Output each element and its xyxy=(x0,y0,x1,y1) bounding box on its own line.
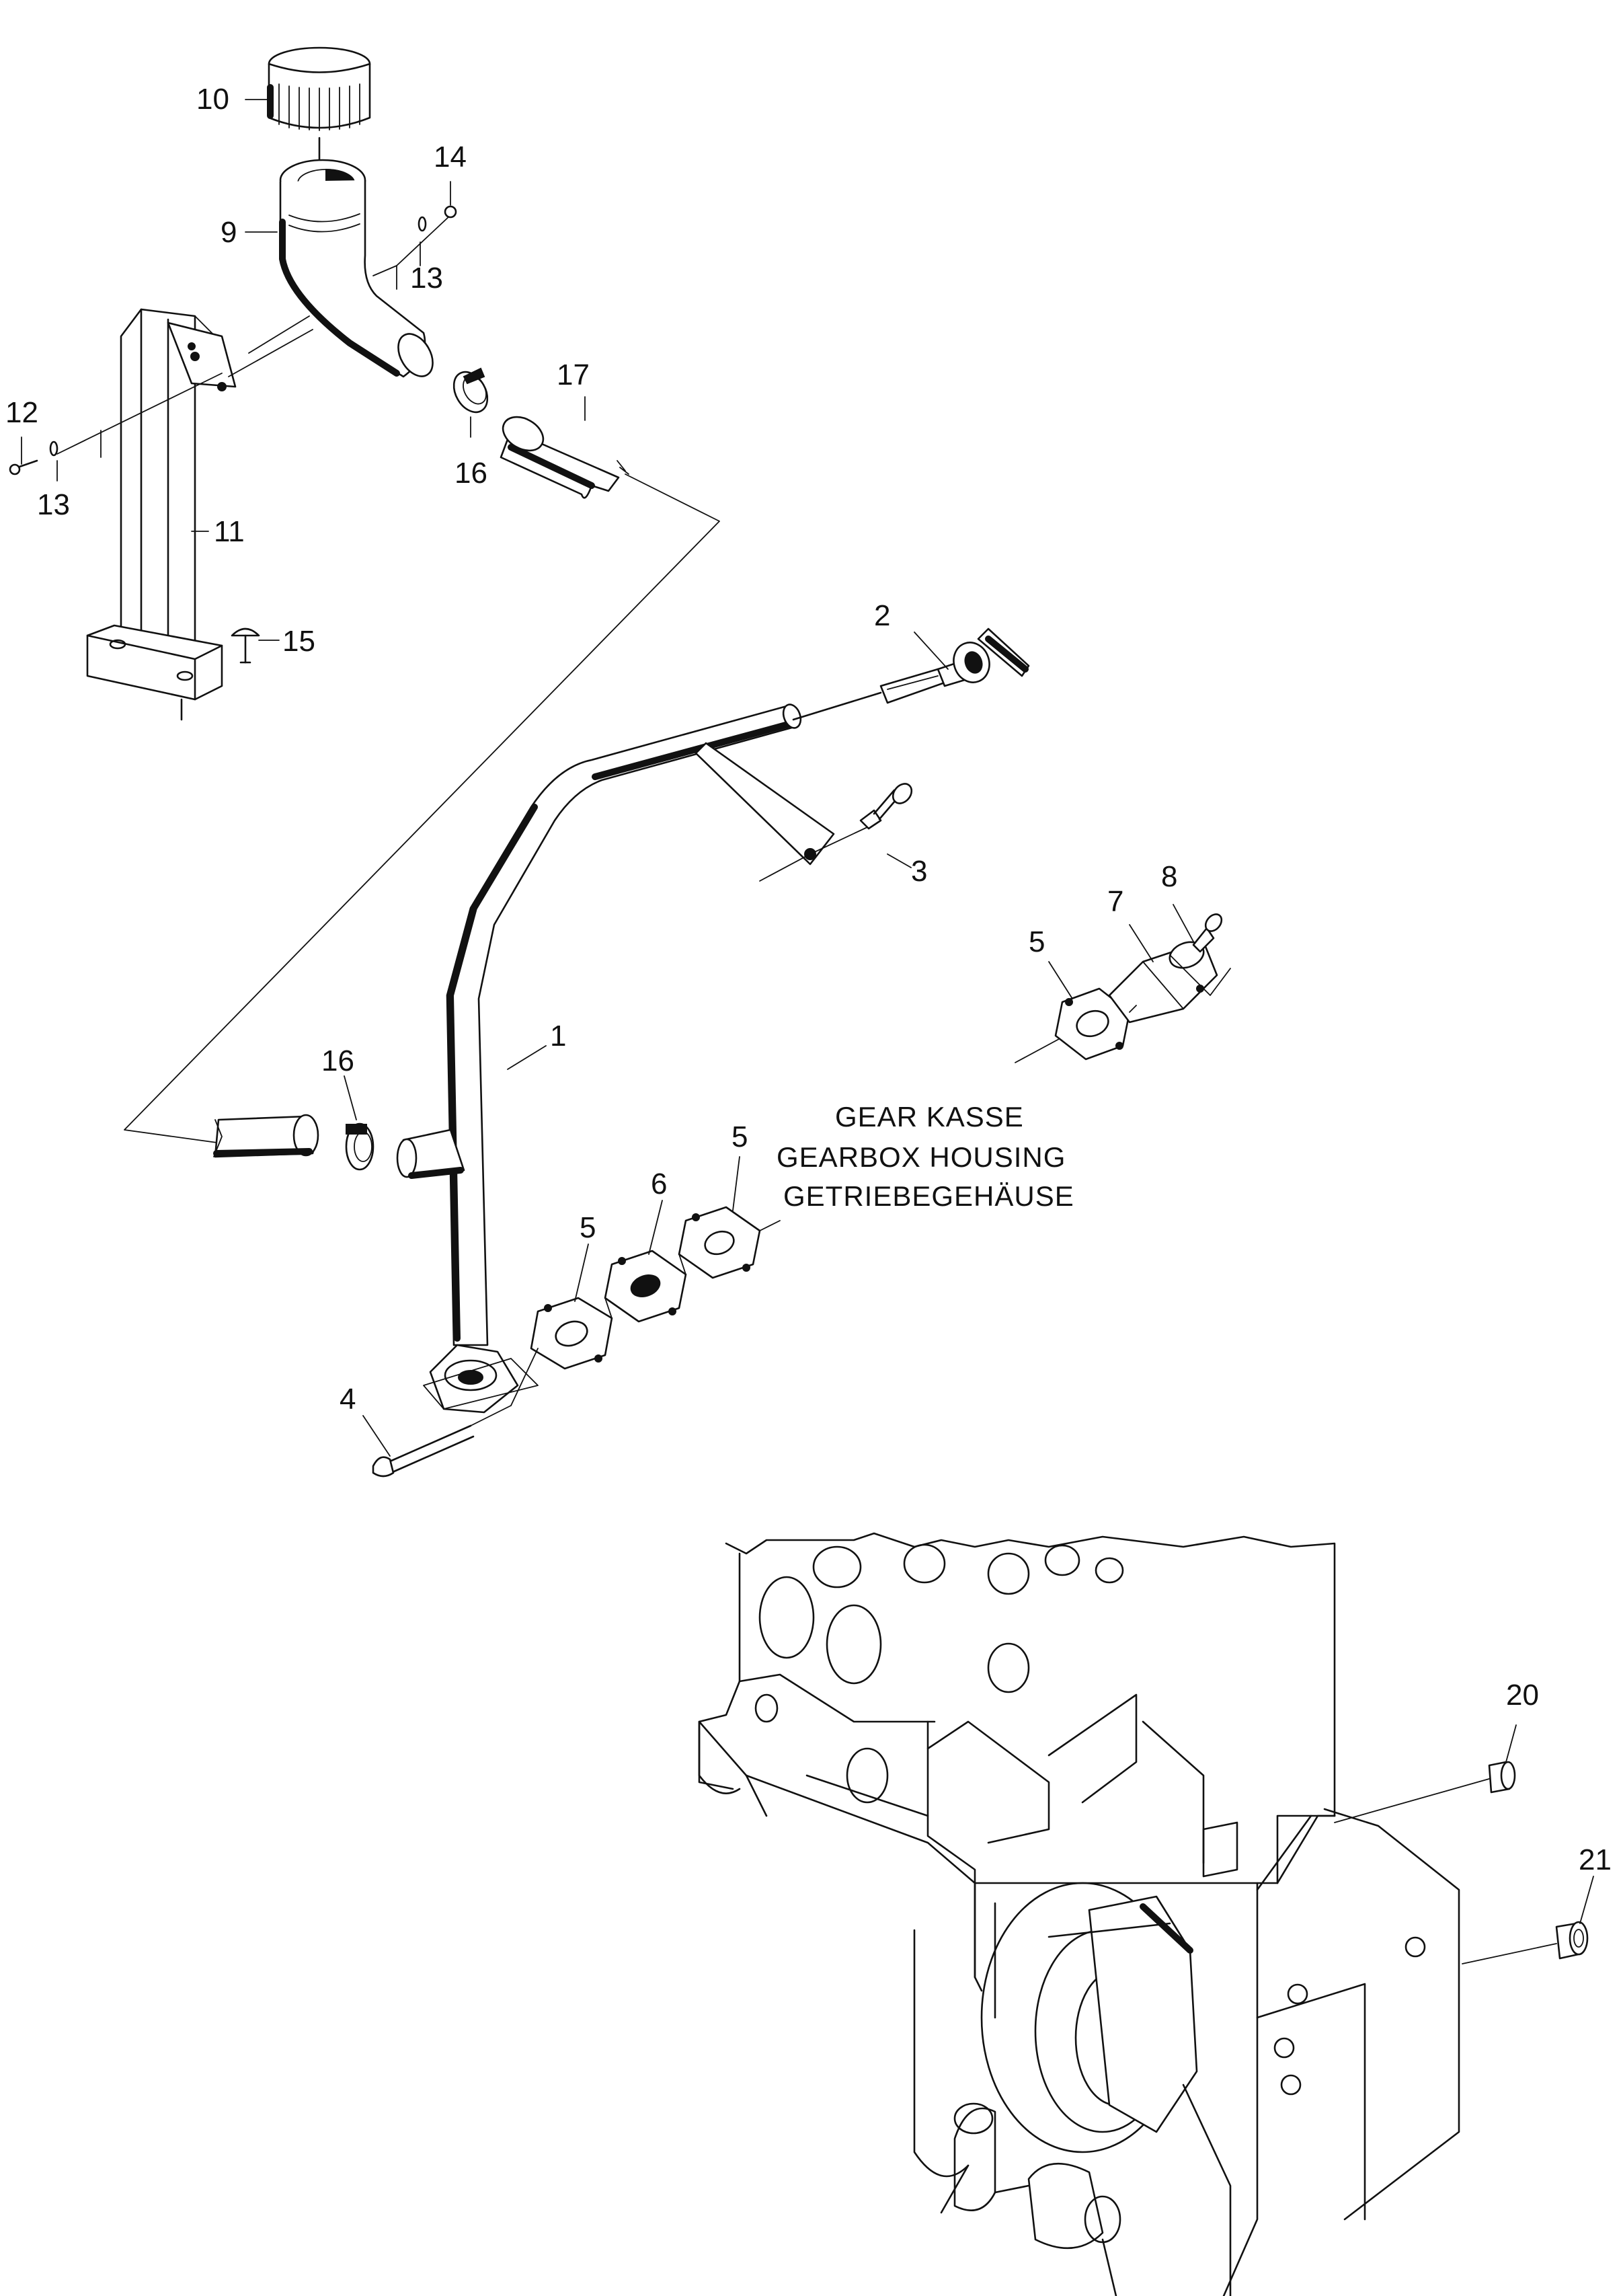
callout-14: 14 xyxy=(434,141,467,174)
callout-1: 1 xyxy=(550,1020,566,1053)
hose-upper xyxy=(500,416,629,499)
callout-6: 6 xyxy=(651,1168,667,1200)
callout-5-right: 5 xyxy=(732,1120,748,1153)
callout-2: 2 xyxy=(874,599,890,632)
gearbox-housing xyxy=(698,1532,1460,2296)
callout-8: 8 xyxy=(1161,860,1177,893)
callout-21: 21 xyxy=(1579,1843,1612,1876)
washer-13-left xyxy=(49,441,58,457)
dipstick xyxy=(792,627,1030,721)
callout-15: 15 xyxy=(282,625,315,658)
callout-17: 17 xyxy=(557,358,590,391)
gasket-5-left xyxy=(530,1297,613,1370)
callout-7: 7 xyxy=(1107,885,1123,918)
bolt-15 xyxy=(231,627,260,664)
hose-routing-line xyxy=(124,473,720,1144)
callout-10: 10 xyxy=(196,83,229,116)
gasket-6 xyxy=(604,1250,687,1323)
gasket-5-right xyxy=(678,1206,761,1279)
gasket-5-upper-right xyxy=(1054,987,1131,1061)
callout-3: 3 xyxy=(911,855,927,888)
callout-12: 12 xyxy=(5,396,38,429)
plug-21 xyxy=(1462,1921,1589,1964)
washer-13-right xyxy=(418,216,427,232)
bolt-4 xyxy=(372,1405,512,1478)
callout-5-left: 5 xyxy=(580,1211,596,1244)
plug-20 xyxy=(1334,1761,1516,1823)
adapter-axis-line xyxy=(1015,1005,1137,1063)
tube-bracket xyxy=(695,742,868,882)
bolt-14 xyxy=(444,205,457,219)
filler-cap xyxy=(267,46,371,163)
dipstick-tube xyxy=(396,703,802,1414)
housing-label-line2: GEARBOX HOUSING xyxy=(777,1141,1066,1173)
housing-label-line1: GEAR KASSE xyxy=(835,1101,1024,1133)
callout-13-right: 13 xyxy=(410,262,443,295)
bolt-12 xyxy=(9,459,38,475)
hose-lower xyxy=(213,1114,319,1158)
stand-bracket xyxy=(86,308,237,721)
callout-20: 20 xyxy=(1506,1679,1539,1712)
callout-13-left: 13 xyxy=(37,488,70,521)
callout-11: 11 xyxy=(214,515,245,548)
callout-4: 4 xyxy=(340,1383,356,1416)
callout-16-upper: 16 xyxy=(454,457,487,490)
hose-clamp-lower xyxy=(345,1122,374,1171)
callout-9: 9 xyxy=(221,216,237,249)
bolt-3 xyxy=(859,783,913,830)
leader-lines xyxy=(21,99,1594,1924)
filler-neck xyxy=(279,159,434,378)
callout-16-lower: 16 xyxy=(321,1044,354,1077)
callout-5-upper-right: 5 xyxy=(1029,925,1045,958)
gasket-axis-line xyxy=(510,1220,781,1406)
bolt-8 xyxy=(1192,913,1223,953)
adapter-7 xyxy=(1108,940,1231,1024)
hose-clamp-upper xyxy=(452,367,489,414)
housing-label-line3: GETRIEBEGEHÄUSE xyxy=(783,1180,1074,1212)
stand-bolt-lines xyxy=(56,215,451,458)
